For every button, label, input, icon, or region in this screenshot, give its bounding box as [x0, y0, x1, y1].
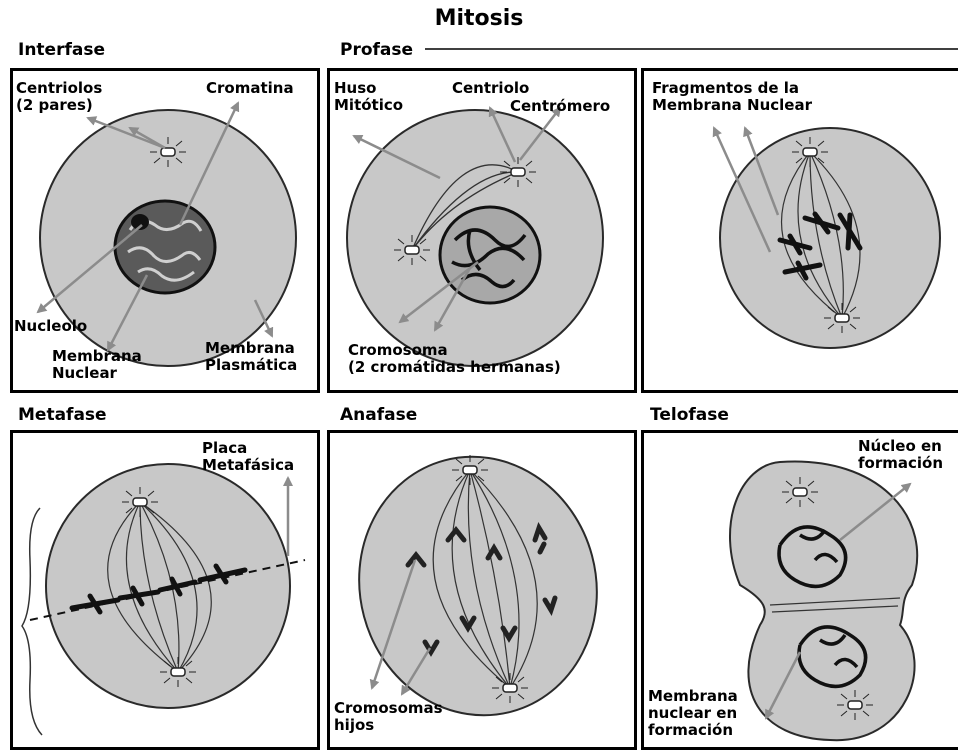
label-cromosoma: Cromosoma (2 cromátidas hermanas) — [348, 342, 561, 376]
label-placa-metafasica: Placa Metafásica — [202, 440, 294, 474]
cell-profase-early — [347, 110, 603, 366]
label-huso-mitotico: Huso Mitótico — [334, 80, 403, 114]
label-nucleolo: Nucleolo — [14, 318, 87, 335]
label-membrana-plasmatica: Membrana Plasmática — [205, 340, 297, 374]
cell-anafase — [330, 430, 625, 742]
label-centriolo: Centriolo — [452, 80, 529, 97]
cell-telofase — [730, 461, 917, 740]
label-membrana-nuclear: Membrana Nuclear — [52, 348, 142, 382]
cell-metafase — [22, 464, 305, 735]
label-cromosomas-hijos: Cromosomas hijos — [334, 700, 443, 734]
label-centriolos: Centriolos (2 pares) — [16, 80, 102, 114]
label-fragmentos-membrana: Fragmentos de la Membrana Nuclear — [652, 80, 812, 114]
cell-profase-late — [720, 128, 940, 348]
label-membrana-nuclear-formacion: Membrana nuclear en formación — [648, 688, 738, 739]
label-nucleo-formacion: Núcleo en formación — [858, 438, 943, 472]
label-cromatina: Cromatina — [206, 80, 294, 97]
label-centromero: Centrómero — [510, 98, 610, 115]
